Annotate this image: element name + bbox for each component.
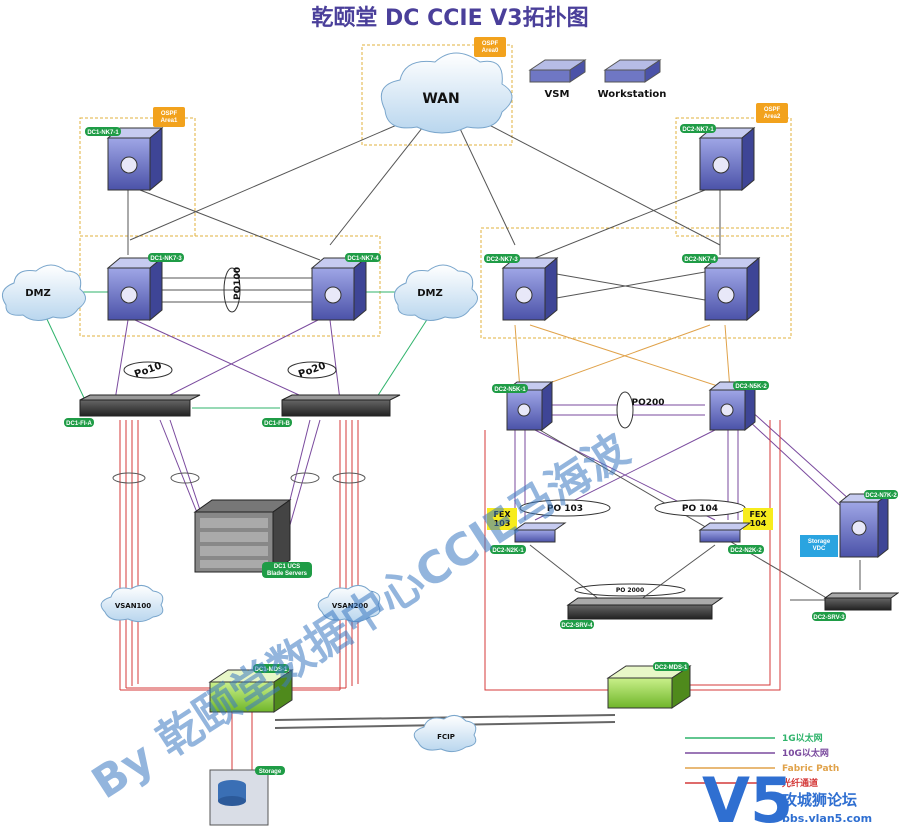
fc-bundle-left-ellipse [112,472,146,484]
legend: 1G以太网 10G以太网 Fabric Path 光纤通道 [685,732,839,789]
dc2-n2k-1-device: DC2-N2K-1 [490,522,567,554]
dc1-nk7-4-switch: DC1-NK7-4 [310,253,381,322]
dc2-nk7-4-label: DC2-NK7-4 [684,257,716,263]
diagram-title: 乾颐堂 DC CCIE V3拓扑图 [311,5,588,31]
po104-label: PO 104 [682,504,718,514]
vlan5-logo: V5 攻城狮论坛 bbs.vlan5.com [702,764,872,829]
dmz-cloud-left: DMZ [1,264,86,321]
dc2-nk7-4-switch: DC2-NK7-4 [682,254,761,322]
dc2-n2k-1-label: DC2-N2K-1 [492,548,524,554]
ospf-area2-box-bottom [480,227,792,339]
dc1-nk7-3-switch: DC1-NK7-3 [106,253,184,322]
dc1-mds-1-label: DC1-MDS-1 [255,667,288,673]
dc2-nk7-1-label: DC2-NK7-1 [682,127,714,133]
dc1-mds-1-switch: DC1-MDS-1 [208,664,294,713]
dc1-nk7-3-label: DC1-NK7-3 [150,256,182,262]
storage-vdc-tag [800,535,838,557]
dc2-srv-4-server: DC2-SRV-4 [560,597,724,629]
fc-bundle-right-ellipse [332,472,366,484]
po2000-label: PO 2000 [616,587,644,594]
storage-array: Storage [209,766,285,826]
po103-ellipse [519,499,611,517]
vsan100-cloud: VSAN100 [100,585,164,623]
dc2-n5k-1-switch: DC2-N5K-1 [492,380,554,432]
logo-name: 攻城狮论坛 [782,791,857,809]
dc1-nk7-1-switch: DC1-NK7-1 [85,126,164,192]
storage-label: Storage [259,769,282,775]
vsm-device: VSM [528,59,587,100]
dc2-nk7-1-switch: DC2-NK7-1 [680,124,756,192]
po200-ellipse [616,391,634,429]
dc1-fi-b-label: DC1-FI-B [264,421,290,427]
po2000-ellipse [574,583,686,597]
dc1-fi-a-device: DC1-FI-A [64,394,201,427]
dc2-n5k-1-label: DC2-N5K-1 [494,387,526,393]
po20-ellipse [287,361,337,379]
dc2-n2k-2-label: DC2-N2K-2 [730,548,762,554]
dc1-fi-a-label: DC1-FI-A [66,421,92,427]
eth-bundle-right-ellipse [290,472,320,484]
dc1-nk7-1-label: DC1-NK7-1 [87,130,119,136]
dc1-fi-b-device: DC1-FI-B [262,394,401,427]
dc2-srv-3-server: DC2-SRV-3 [812,592,899,621]
dc2-mds-1-switch: DC2-MDS-1 [606,662,692,709]
dmz-left-label: DMZ [25,288,51,299]
po100-label: PO100 [233,267,243,300]
workstation-label: Workstation [598,89,667,100]
legend-label-0: 1G以太网 [782,732,823,744]
po200-label: PO200 [631,398,664,408]
dc2-mds-1-label: DC2-MDS-1 [655,665,688,671]
legend-label-2: Fabric Path [782,764,839,774]
vsan200-cloud: VSAN200 [317,585,381,623]
vsan200-label: VSAN200 [332,602,368,610]
legend-label-1: 10G以太网 [782,747,829,759]
dc1-nk7-1-tag [85,127,121,136]
dc2-n5k-2-label: DC2-N5K-2 [735,384,767,390]
dc2-srv-3-label: DC2-SRV-3 [813,615,845,621]
dc2-n2k-2-device: DC2-N2K-2 [698,522,764,554]
dc2-n5k-2-switch: DC2-N5K-2 [708,380,769,432]
po10-ellipse [123,361,173,379]
vsan100-label: VSAN100 [115,602,151,610]
logo-url: bbs.vlan5.com [782,812,872,825]
legend-label-3: 光纤通道 [781,777,818,789]
v5-logo-mark: V5 [702,764,793,829]
dc2-nk7-3-switch: DC2-NK7-3 [484,254,559,322]
dc2-srv-4-label: DC2-SRV-4 [561,623,593,629]
dc2-n7k-2-label: DC2-N7K-2 [865,493,897,499]
fcip-cloud: FCIP [413,715,477,753]
dc2-nk7-3-label: DC2-NK7-3 [486,257,518,263]
dmz-right-label: DMZ [417,288,443,299]
wan-cloud: WAN [380,52,513,134]
wan-label: WAN [422,91,459,107]
links [44,114,861,770]
ospf-area2-box-top [675,117,792,237]
eth-bundle-left-ellipse [170,472,200,484]
fcip-label: FCIP [437,733,455,741]
po100-ellipse [223,267,241,313]
dmz-cloud-right: DMZ [393,264,478,321]
dc1-nk7-4-label: DC1-NK7-4 [347,256,379,262]
po103-label: PO 103 [547,504,583,514]
workstation-device: Workstation [598,59,667,100]
vsm-label: VSM [545,89,570,100]
